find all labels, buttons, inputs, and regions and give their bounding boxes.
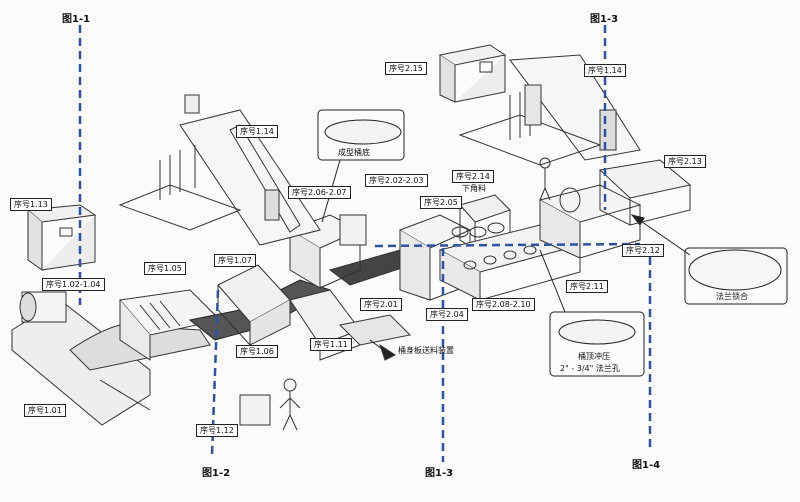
operator-figure-2 bbox=[539, 157, 551, 201]
figure-ref-1-3-bottom: 图1-3 bbox=[425, 468, 454, 479]
label-1-14-left: 序号1.14 bbox=[236, 125, 278, 138]
top-stamping-callout bbox=[549, 311, 645, 377]
annotation-flange-lock: 法兰锁合 bbox=[716, 292, 748, 301]
parts-bin bbox=[239, 394, 271, 426]
control-cabinet-left bbox=[26, 204, 97, 271]
annotation-top-stamping: 桶顶冲压 bbox=[578, 352, 610, 361]
figure-ref-1-1-top: 图1-1 bbox=[62, 14, 91, 25]
figure-ref-1-2: 图1-2 bbox=[202, 468, 231, 479]
annotation-flange-hole: 2" - 3/4" 法兰孔 bbox=[560, 364, 620, 373]
label-2-06: 序号2.06-2.07 bbox=[288, 186, 351, 199]
bottom-forming-callout bbox=[317, 109, 405, 161]
label-2-01: 序号2.01 bbox=[360, 298, 402, 311]
annotation-feeding-device: 桶身板送料装置 bbox=[398, 346, 454, 355]
figure-ref-1-4: 图1-4 bbox=[632, 460, 661, 471]
label-1-07: 序号1.07 bbox=[214, 254, 256, 267]
flange-lock-callout bbox=[688, 249, 782, 291]
bottom-disc-callout bbox=[324, 119, 402, 145]
bottom-forming-machine bbox=[288, 214, 367, 289]
right-elevator bbox=[458, 54, 641, 166]
label-1-12: 序号1.12 bbox=[196, 424, 238, 437]
operator-figure bbox=[279, 378, 301, 431]
label-1-01: 序号1.01 bbox=[24, 404, 66, 417]
label-2-08: 序号2.08-2.10 bbox=[472, 298, 535, 311]
label-1-14-right: 序号1.14 bbox=[584, 64, 626, 77]
label-2-11: 序号2.11 bbox=[566, 280, 608, 293]
label-1-05: 序号1.05 bbox=[144, 262, 186, 275]
figure-ref-1-3-top: 图1-3 bbox=[590, 14, 619, 25]
label-1-11: 序号1.11 bbox=[310, 338, 352, 351]
label-2-02: 序号2.02-2.03 bbox=[365, 174, 428, 187]
label-2-12: 序号2.12 bbox=[622, 244, 664, 257]
annotation-lower-corner: 下角料 bbox=[462, 184, 486, 193]
label-2-15: 序号2.15 bbox=[385, 62, 427, 75]
label-1-02: 序号1.02-1.04 bbox=[42, 278, 105, 291]
label-1-13: 序号1.13 bbox=[10, 198, 52, 211]
section-guide-lines bbox=[78, 25, 652, 462]
decoiler-unit bbox=[11, 291, 151, 426]
label-2-05: 序号2.05 bbox=[420, 196, 462, 209]
label-2-13: 序号2.13 bbox=[664, 155, 706, 168]
output-conveyor bbox=[598, 159, 692, 226]
label-2-04: 序号2.04 bbox=[426, 308, 468, 321]
top-disc-callout bbox=[558, 319, 636, 345]
label-1-06: 序号1.06 bbox=[236, 345, 278, 358]
left-elevator bbox=[118, 94, 321, 246]
label-2-14: 序号2.14 bbox=[452, 170, 494, 183]
annotation-bottom-forming: 成型桶底 bbox=[338, 148, 370, 157]
control-cabinet-right bbox=[438, 44, 507, 103]
